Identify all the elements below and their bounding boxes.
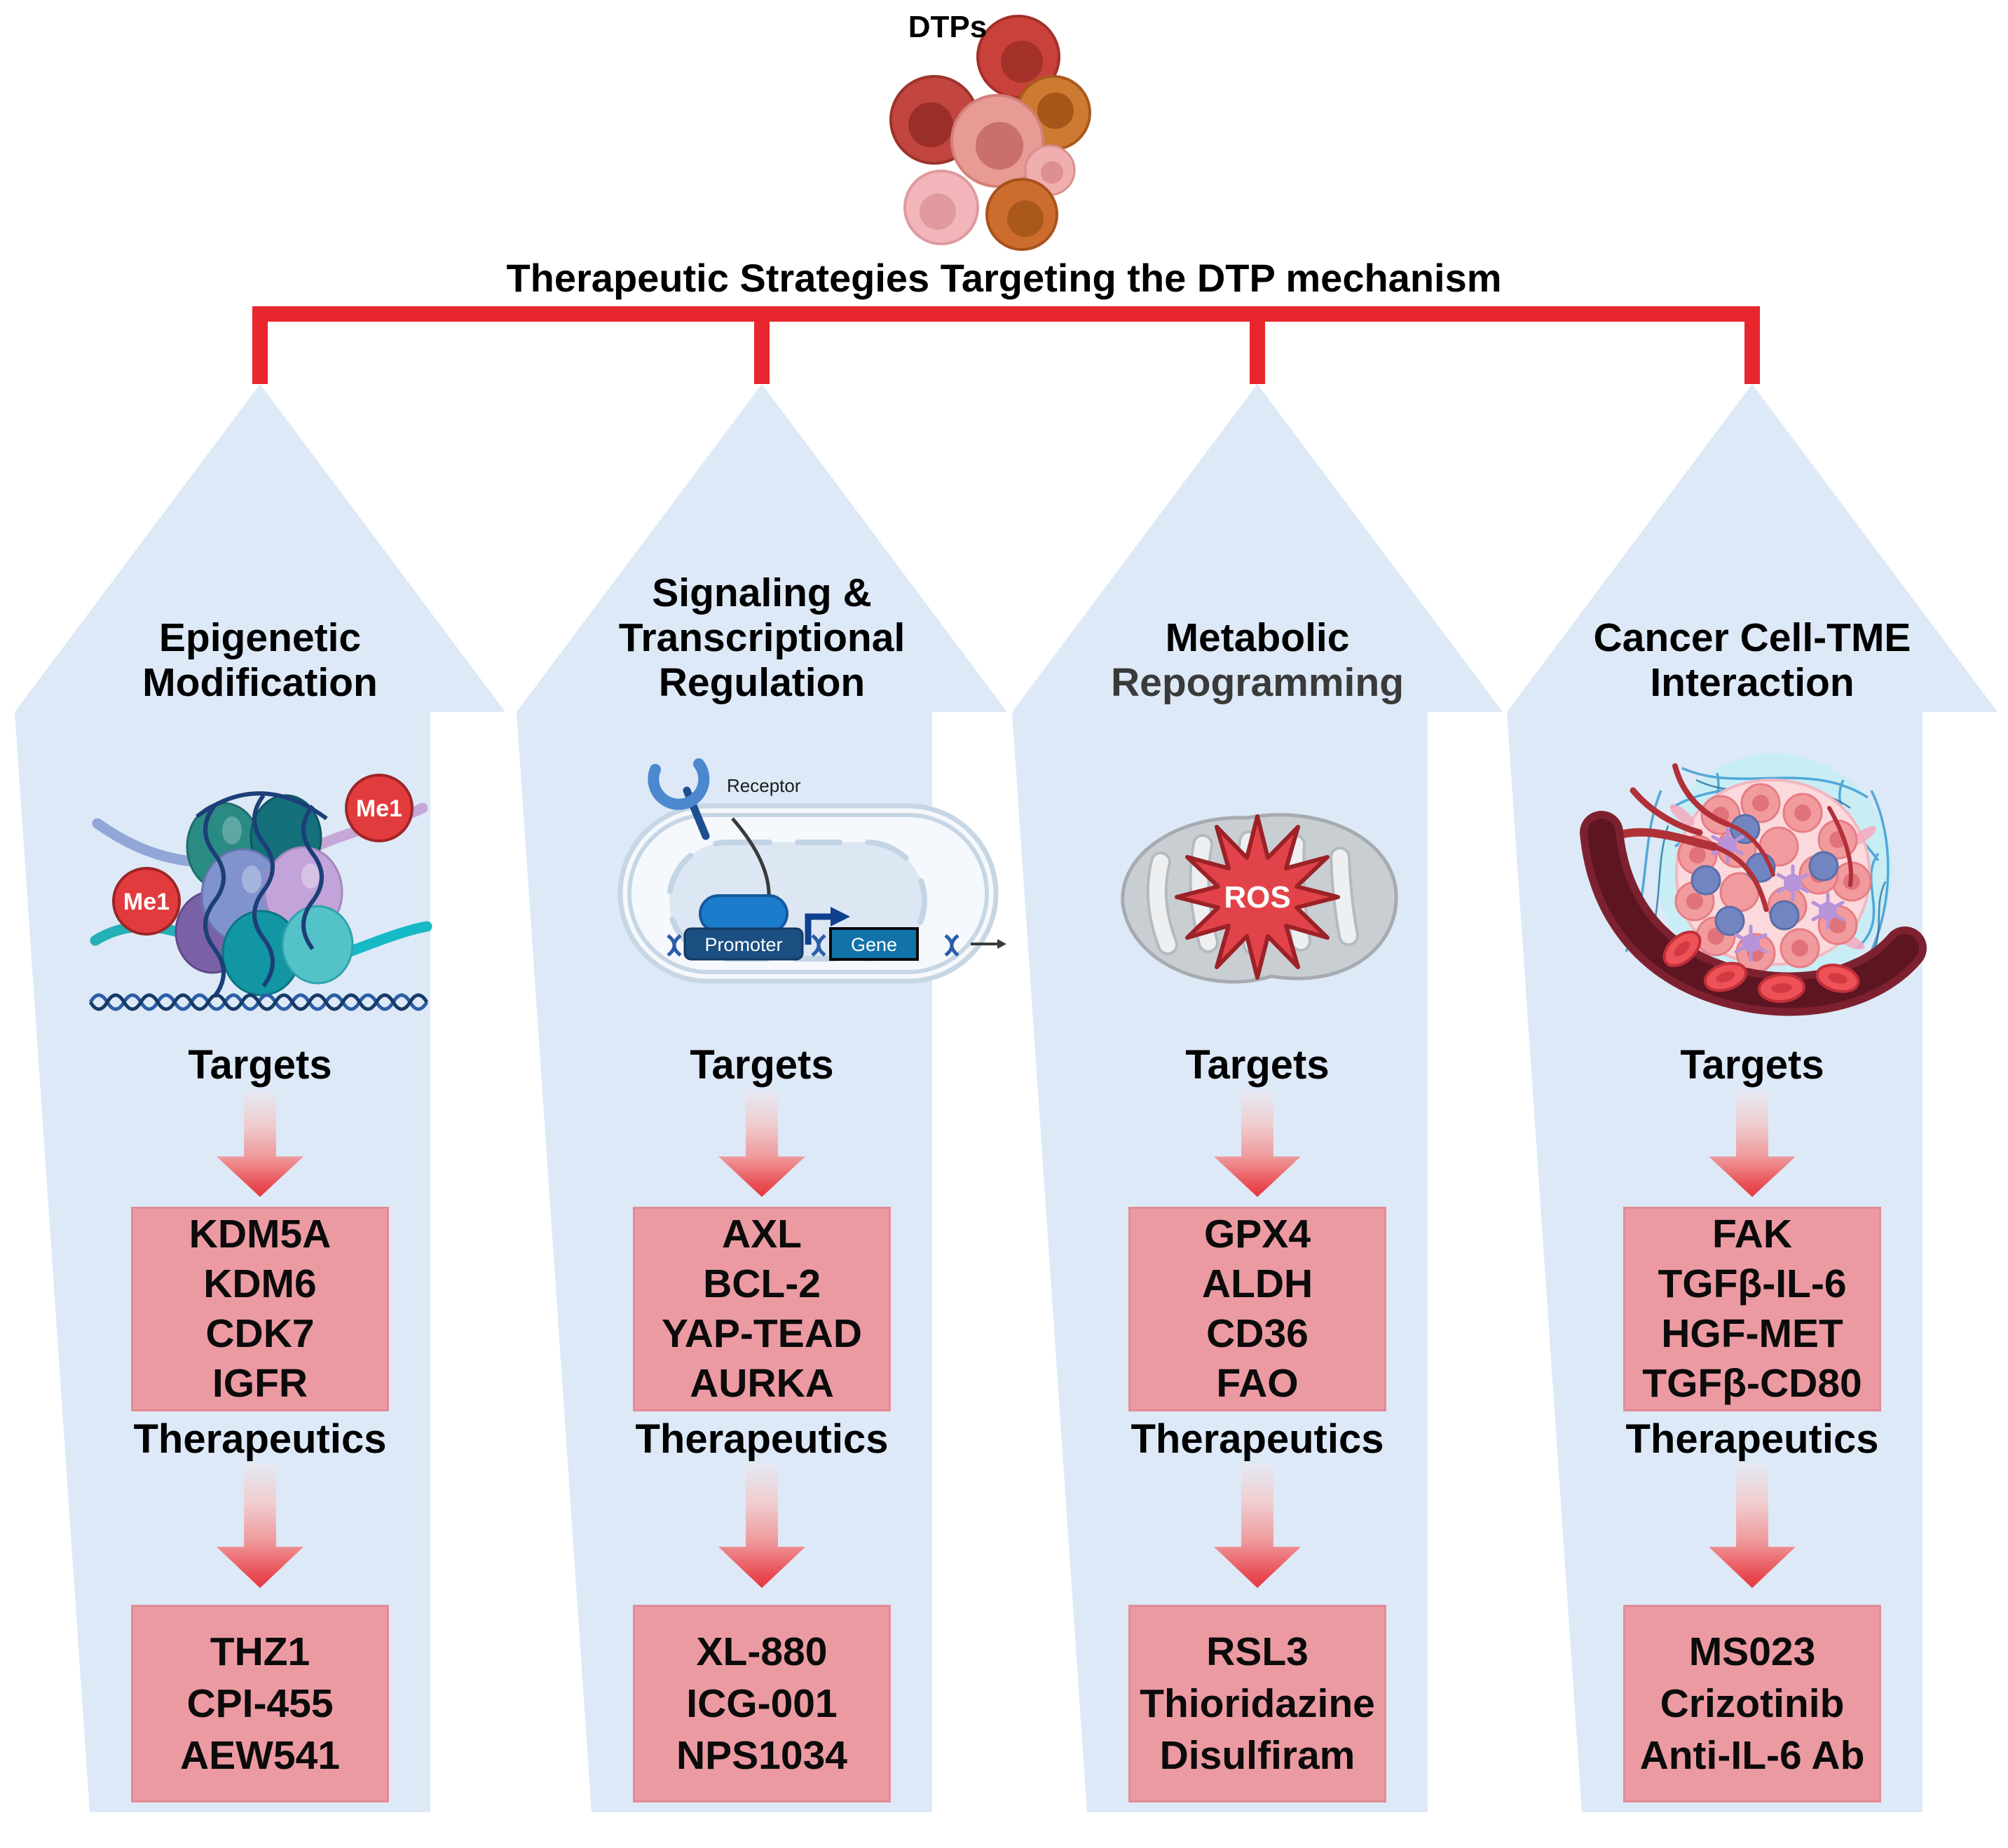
targets-box: GPX4 ALDH CD36 FAO xyxy=(1128,1207,1386,1411)
ros-label: ROS xyxy=(1224,880,1290,915)
dtp-cells-illustration xyxy=(889,15,1091,251)
column-header: Epigenetic Modification xyxy=(15,615,505,705)
ros-starburst xyxy=(1175,814,1340,980)
therapeutic-item: Anti-IL-6 Ab xyxy=(1639,1733,1865,1778)
column-header-line: Modification xyxy=(142,660,378,705)
target-item: HGF-MET xyxy=(1661,1311,1843,1356)
targets-label: Targets xyxy=(1185,1042,1330,1088)
target-item: AURKA xyxy=(690,1361,834,1406)
nucleosome-illustration: Me1 Me1 xyxy=(88,774,432,1011)
dendritic-cells-purple xyxy=(1711,826,1845,962)
therapeutics-box: XL-880 ICG-001 NPS1034 xyxy=(633,1605,891,1802)
promoter-box xyxy=(683,927,804,961)
target-item: CDK7 xyxy=(205,1311,315,1356)
targets-box: AXL BCL-2 YAP-TEAD AURKA xyxy=(633,1207,891,1411)
blood-vessel xyxy=(1580,811,1927,1016)
column-header-line: Signaling & xyxy=(652,570,872,615)
targets-box: FAK TGFβ-IL-6 HGF-MET TGFβ-CD80 xyxy=(1623,1207,1881,1411)
target-item: FAK xyxy=(1712,1212,1792,1257)
column-signaling-transcriptional-regulation: Signaling & Transcriptional Regulation R… xyxy=(517,384,1007,1812)
target-item: BCL-2 xyxy=(703,1261,821,1306)
receptor-icon xyxy=(648,758,710,840)
therapeutic-item: THZ1 xyxy=(210,1629,310,1674)
column-header-line: Regulation xyxy=(658,660,866,705)
capillary-branches xyxy=(1611,763,1853,912)
bracket-bar xyxy=(260,306,1752,322)
targets-box: KDM5A KDM6 CDK7 IGFR xyxy=(131,1207,389,1411)
target-item: KDM5A xyxy=(189,1212,332,1257)
histone-core xyxy=(175,794,354,997)
therapeutics-box: THZ1 CPI-455 AEW541 xyxy=(131,1605,389,1802)
therapeutic-item: XL-880 xyxy=(696,1629,828,1674)
target-item: FAO xyxy=(1216,1361,1299,1406)
dna-coil xyxy=(196,791,328,998)
targets-label: Targets xyxy=(188,1042,332,1088)
therapeutic-item: MS023 xyxy=(1688,1629,1816,1674)
target-item: AXL xyxy=(722,1212,802,1257)
target-item: CD36 xyxy=(1206,1311,1309,1356)
column-cancer-cell-tme-interaction: Cancer Cell-TME Interaction xyxy=(1507,384,1997,1812)
target-item: YAP-TEAD xyxy=(661,1311,863,1356)
transcription-start-arrow xyxy=(805,907,850,945)
dna-squiggle xyxy=(667,934,959,957)
therapeutic-item: CPI-455 xyxy=(186,1681,334,1726)
therapeutics-label: Therapeutics xyxy=(1625,1416,1879,1462)
therapeutic-item: ICG-001 xyxy=(686,1681,838,1726)
column-header-line: Metabolic xyxy=(1165,615,1350,660)
therapeutics-label: Therapeutics xyxy=(1131,1416,1384,1462)
dtps-label: DTPs xyxy=(908,10,988,44)
target-item: KDM6 xyxy=(203,1261,317,1306)
figure-title: Therapeutic Strategies Targeting the DTP… xyxy=(506,256,1502,300)
svg-text:Me1: Me1 xyxy=(356,795,402,822)
column-header-line: Cancer Cell-TME xyxy=(1593,615,1911,660)
column-metabolic-repogramming: Metabolic Repogramming ROS Targets GPX4 … xyxy=(1012,384,1503,1812)
therapeutics-box: MS023 Crizotinib Anti-IL-6 Ab xyxy=(1623,1605,1881,1802)
column-header-line: Transcriptional xyxy=(618,615,906,660)
targets-label: Targets xyxy=(690,1042,834,1088)
therapeutic-item: Crizotinib xyxy=(1660,1681,1845,1726)
targets-label: Targets xyxy=(1680,1042,1824,1088)
target-item: TGFβ-IL-6 xyxy=(1658,1261,1847,1306)
target-item: GPX4 xyxy=(1203,1212,1311,1257)
mitochondria-ros-illustration: ROS xyxy=(1121,813,1398,984)
target-item: ALDH xyxy=(1201,1261,1313,1306)
therapeutics-label: Therapeutics xyxy=(133,1416,387,1462)
therapeutic-item: AEW541 xyxy=(179,1733,341,1778)
gene-box xyxy=(829,927,919,961)
therapeutic-item: Disulfiram xyxy=(1159,1733,1355,1778)
bracket-drop xyxy=(1744,306,1760,384)
column-header-line: Interaction xyxy=(1650,660,1855,705)
bracket-drop xyxy=(1250,306,1265,384)
column-header-line: Epigenetic xyxy=(158,615,362,660)
tumor-microenvironment-illustration xyxy=(1580,753,1927,1016)
me1-badge: Me1 xyxy=(345,774,414,842)
column-header: Metabolic Repogramming xyxy=(1012,615,1503,705)
therapeutic-item: Thioridazine xyxy=(1140,1681,1375,1726)
column-epigenetic-modification: Epigenetic Modification xyxy=(15,384,505,1812)
target-item: TGFβ-CD80 xyxy=(1642,1361,1862,1406)
promoter-label: Promoter xyxy=(704,934,782,955)
bracket-drop xyxy=(754,306,770,384)
column-header: Signaling & Transcriptional Regulation xyxy=(517,570,1007,705)
transcription-factor xyxy=(699,894,788,933)
output-arrow xyxy=(971,939,1006,949)
gene-label: Gene xyxy=(851,934,897,955)
svg-text:Me1: Me1 xyxy=(123,889,170,915)
dna-helix xyxy=(88,993,429,1011)
therapeutic-item: NPS1034 xyxy=(676,1733,847,1778)
me1-badge: Me1 xyxy=(112,867,181,936)
therapeutics-label: Therapeutics xyxy=(635,1416,889,1462)
cell-signaling-illustration: Receptor Promoter Gene xyxy=(617,758,1006,984)
therapeutic-item: RSL3 xyxy=(1206,1629,1309,1674)
receptor-label: Receptor xyxy=(727,775,801,796)
target-item: IGFR xyxy=(212,1361,308,1406)
bracket-drop xyxy=(252,306,268,384)
column-header: Cancer Cell-TME Interaction xyxy=(1507,615,1997,705)
column-header-line: Repogramming xyxy=(1110,660,1405,705)
therapeutics-box: RSL3 Thioridazine Disulfiram xyxy=(1128,1605,1386,1802)
